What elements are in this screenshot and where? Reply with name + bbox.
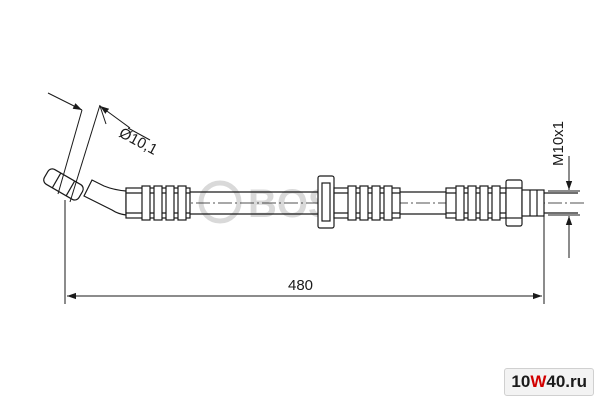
hose-section-left	[190, 191, 318, 215]
hex-nut-threaded-end	[505, 179, 578, 227]
middle-bracket-fitting	[317, 175, 401, 229]
logo-prefix: 10	[511, 372, 531, 391]
thread-label: M10x1	[550, 121, 567, 166]
logo-accent: W	[530, 372, 547, 391]
thread-dimension	[548, 156, 580, 258]
length-dimension	[64, 200, 545, 304]
angled-end-fitting	[43, 168, 127, 216]
hose-section-right	[400, 191, 446, 215]
diameter-dimension	[47, 92, 151, 203]
right-crimp-ferrule	[445, 185, 507, 221]
watermark-emblem-icon	[198, 180, 242, 224]
logo-suffix: 40.ru	[546, 372, 587, 391]
left-crimp-ferrule	[125, 185, 191, 221]
length-label: 480	[288, 277, 313, 294]
diameter-label: Ø10,1	[116, 125, 160, 159]
